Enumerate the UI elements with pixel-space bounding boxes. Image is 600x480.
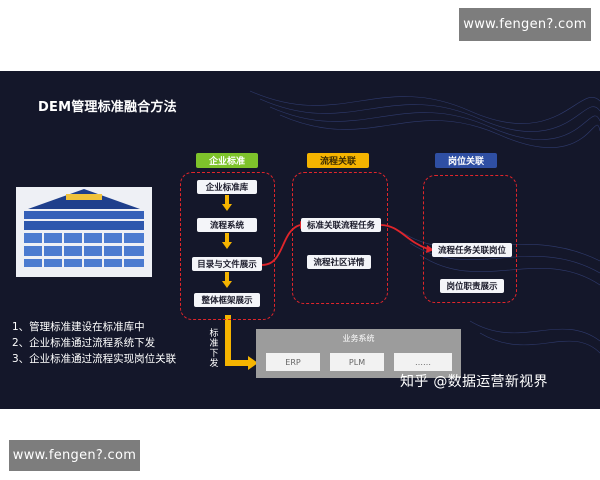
group-process-link: [292, 172, 388, 304]
arrow-down-icon: [222, 242, 232, 249]
watermark-top: www.fengen?.com: [459, 8, 591, 41]
arrow-stem: [225, 272, 229, 282]
box-framework-display: 整体框架展示: [194, 293, 260, 307]
step-item: 1、管理标准建设在标准库中: [12, 321, 145, 333]
arrow-down-icon: [222, 204, 232, 211]
box-process-community: 流程社区详情: [307, 255, 371, 269]
business-system-title: 业务系统: [342, 334, 375, 343]
group-position-link: [423, 175, 517, 303]
framework-thumbnail: [16, 187, 152, 277]
steps-list: 1、管理标准建设在标准库中 2、企业标准通过流程系统下发 3、企业标准通过流程实…: [12, 319, 176, 367]
header-position-link: 岗位关联: [435, 153, 497, 168]
group-enterprise-standard: [180, 172, 275, 320]
step-item: 3、企业标准通过流程实现岗位关联: [12, 353, 177, 365]
standard-issue-label: 标准下发: [209, 329, 219, 369]
header-enterprise-standard: 企业标准: [196, 153, 258, 168]
box-directory-display: 目录与文件展示: [192, 257, 262, 271]
watermark-bottom: www.fengen?.com: [9, 440, 140, 471]
box-standard-library: 企业标准库: [197, 180, 257, 194]
slide: DEM管理标准融合方法 企业标准 流程关联 岗位关联 企: [0, 71, 600, 409]
system-erp: ERP: [266, 353, 320, 371]
business-system-panel: 业务系统 ERP PLM ……: [256, 329, 461, 378]
system-more: ……: [394, 353, 452, 371]
arrow-stem: [225, 195, 229, 205]
slide-title: DEM管理标准融合方法: [38, 100, 177, 115]
zhihu-watermark: 知乎 @数据运营新视界: [400, 374, 548, 390]
system-plm: PLM: [330, 353, 384, 371]
header-process-link: 流程关联: [307, 153, 369, 168]
box-task-position: 流程任务关联岗位: [432, 243, 512, 257]
step-item: 2、企业标准通过流程系统下发: [12, 337, 156, 349]
box-process-system: 流程系统: [197, 218, 257, 232]
arrow-down-icon: [222, 281, 232, 288]
box-position-duty: 岗位职责展示: [440, 279, 504, 293]
box-standard-process-task: 标准关联流程任务: [301, 218, 381, 232]
arrow-stem: [225, 233, 229, 243]
